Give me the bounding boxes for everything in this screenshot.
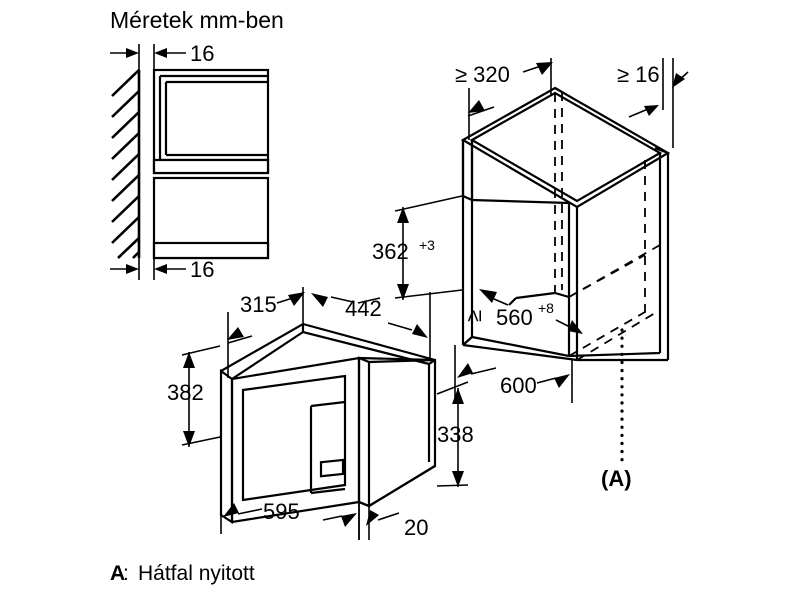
dimension-qualifier-560: ≥ <box>461 310 486 322</box>
dimension-label-338: 338 <box>437 422 474 447</box>
dimension-tolerance-362: +3 <box>419 237 435 253</box>
dimension-min-560: ≥ 560 +8 <box>461 289 583 334</box>
dimension-362: 362 +3 <box>372 195 463 300</box>
footnote-separator: : <box>123 562 129 585</box>
cabinet-lower-section <box>152 176 270 260</box>
dimension-595: 595 <box>220 489 360 540</box>
cabinet-upper-section <box>152 68 270 175</box>
dimension-382: 382 <box>167 345 221 447</box>
footnote-text: Hátfal nyitott <box>138 562 255 585</box>
dimension-16-bottom: 16 <box>110 252 214 282</box>
cabinet-niche-body <box>460 86 671 362</box>
dimension-label-600: 600 <box>500 373 537 398</box>
dimension-label-20: 20 <box>404 515 428 540</box>
microwave-control-button <box>319 458 345 478</box>
wall-side-view: 16 <box>110 41 270 282</box>
dimension-label-min-560: 560 <box>496 305 533 330</box>
dimension-min-320: ≥ 320 <box>455 58 553 140</box>
dimension-label-min-320: ≥ 320 <box>455 62 510 87</box>
cabinet-isometric-view: ≥ 320 ≥ 16 362 +3 <box>372 58 689 491</box>
footnote-key: A <box>110 562 125 585</box>
dimension-338: 338 <box>436 381 474 487</box>
dimension-label-min-16: ≥ 16 <box>617 62 660 87</box>
footnote: A : Hátfal nyitott <box>110 562 255 585</box>
dimension-442: 442 <box>311 292 431 360</box>
dimension-label-16-top: 16 <box>190 41 214 66</box>
dimension-600: 600 <box>454 345 573 403</box>
dimension-label-16-bottom: 16 <box>190 257 214 282</box>
cabinet-hidden-lines <box>471 92 661 361</box>
reference-marker-label: (A) <box>601 466 632 491</box>
dimension-label-382: 382 <box>167 380 204 405</box>
dimension-label-362: 362 <box>372 239 409 264</box>
microwave-body <box>219 322 437 525</box>
wall-hatching <box>111 69 141 259</box>
dimension-label-315: 315 <box>240 292 277 317</box>
page-title: Méretek mm-ben <box>110 7 284 33</box>
microwave-door-window <box>241 374 347 502</box>
dimension-20: 20 <box>358 502 428 540</box>
microwave-isometric-view: 315 442 382 <box>167 287 474 540</box>
dimension-label-442: 442 <box>345 296 382 321</box>
reference-marker-a: (A) <box>601 328 632 491</box>
dimension-315: 315 <box>227 287 305 378</box>
dimension-tolerance-560: +8 <box>538 300 554 316</box>
dimension-label-595: 595 <box>263 499 300 524</box>
dimension-min-16: ≥ 16 <box>617 58 689 148</box>
dimension-16-top: 16 <box>110 41 214 72</box>
